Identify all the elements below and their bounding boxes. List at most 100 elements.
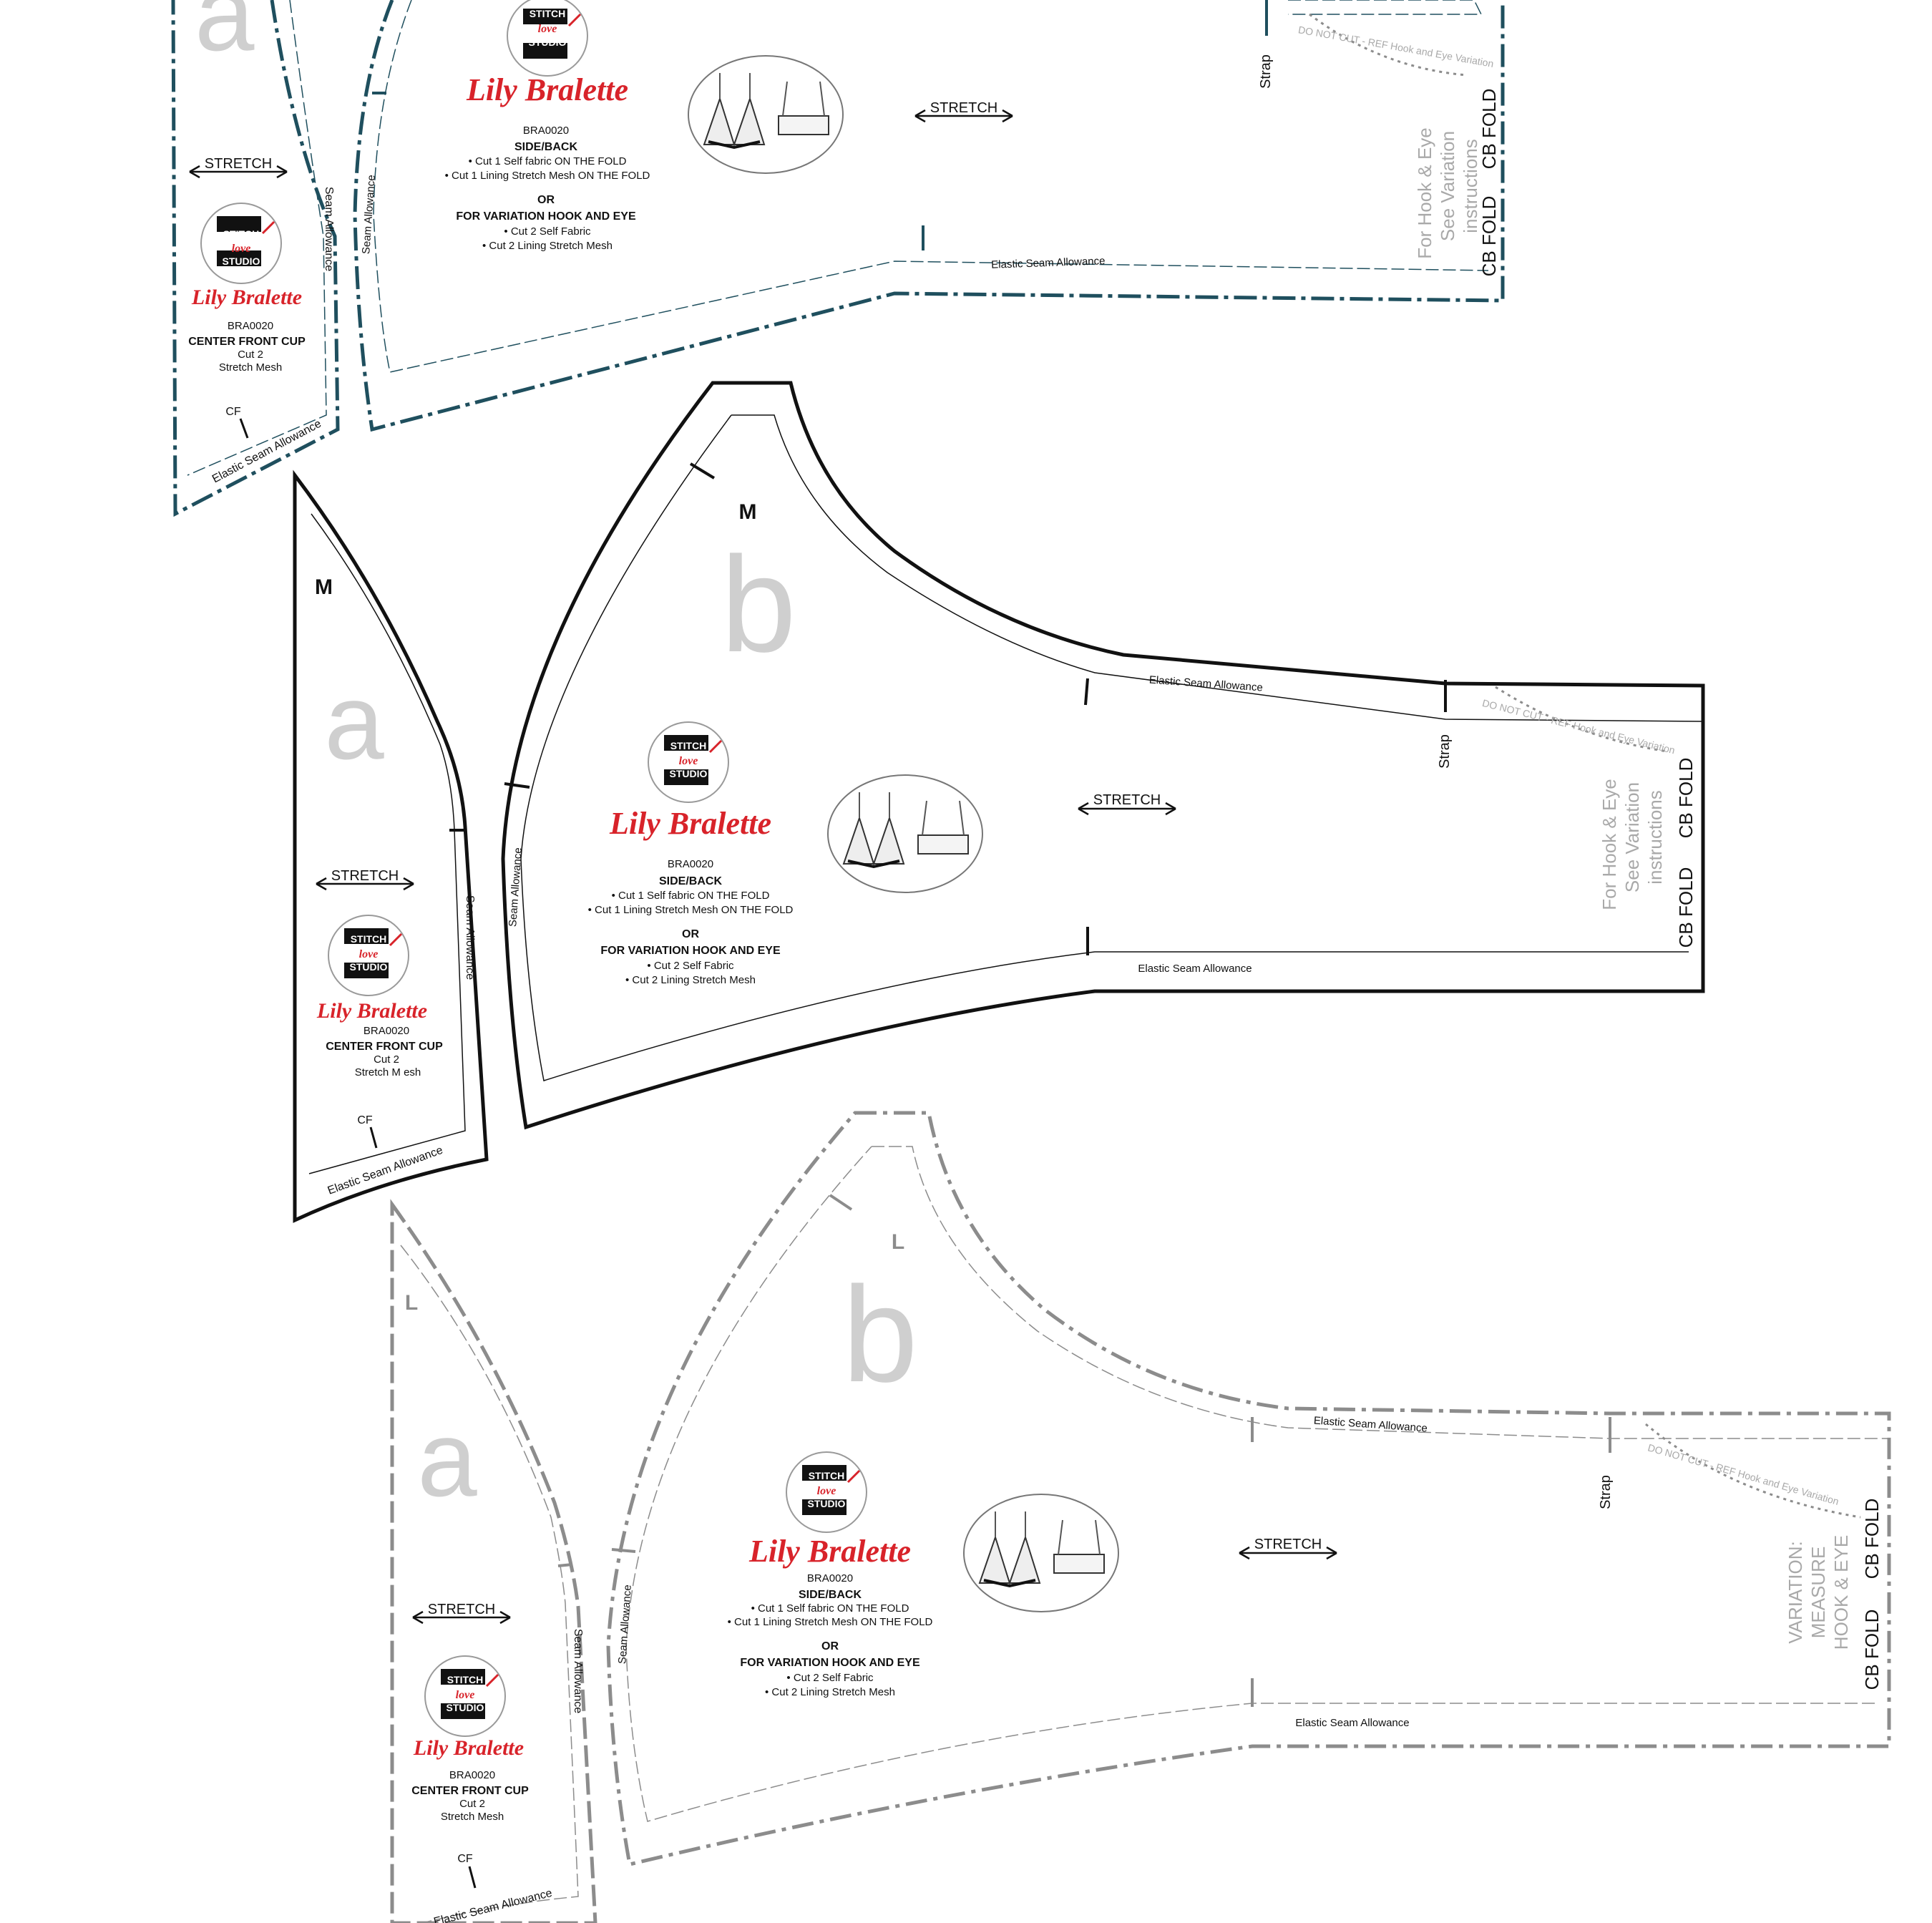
side-back-piece-large: L b Elastic Seam Allowance Strap DO NOT … <box>606 1111 1891 1867</box>
front-cup-teal-fabric: Stretch Mesh <box>219 361 282 374</box>
logo-line1: STITCH <box>809 1470 845 1481</box>
bra-illustration-icon <box>826 774 984 894</box>
side-back-teal-elastic: Elastic Seam Allowance <box>991 255 1106 271</box>
front-cup-medium-stretch: STRETCH <box>331 868 399 884</box>
logo-line3: STUDIO <box>529 36 567 48</box>
side-back-teal-stretch: STRETCH <box>930 100 997 116</box>
side-back-medium-line3: • Cut 2 Self Fabric <box>647 960 734 972</box>
front-cup-large-fabric: Stretch Mesh <box>441 1811 504 1823</box>
front-cup-teal-cf: CF <box>225 406 241 418</box>
side-back-large-or: OR <box>821 1640 839 1652</box>
front-cup-large-seam <box>400 1245 579 1923</box>
side-back-large-letter: b <box>842 1259 918 1411</box>
side-back-medium-variation: FOR VARIATION HOOK AND EYE <box>600 945 781 957</box>
logo-line2: love <box>679 755 698 767</box>
logo-line3: STUDIO <box>350 961 388 973</box>
front-cup-teal-letter: a <box>195 0 255 73</box>
side-back-medium-elastic-bottom: Elastic Seam Allowance <box>1138 963 1252 975</box>
front-cup-medium-letter: a <box>324 661 384 782</box>
front-cup-teal-cut: Cut 2 <box>238 349 263 361</box>
side-back-medium-do-not-cut: DO NOT CUT - REF Hook and Eye Variation <box>1481 697 1677 756</box>
side-back-large-line3: • Cut 2 Self Fabric <box>786 1672 874 1684</box>
side-back-large-elastic-bottom: Elastic Seam Allowance <box>1295 1717 1409 1729</box>
front-cup-large-code: BRA0020 <box>449 1769 495 1781</box>
side-back-medium-line2: • Cut 1 Lining Stretch Mesh ON THE FOLD <box>588 904 794 916</box>
front-cup-large-brand: Lily Bralette <box>413 1736 524 1760</box>
bra-illustration-icon <box>962 1493 1120 1613</box>
front-cup-medium-brand: Lily Bralette <box>316 999 427 1023</box>
front-cup-large-cut: Cut 2 <box>459 1798 485 1810</box>
side-back-large-var-note-1: VARIATION: <box>1785 1541 1806 1644</box>
logo-line3: STUDIO <box>447 1702 484 1713</box>
side-back-teal-hook-note-2: See Variation <box>1437 131 1458 241</box>
side-back-medium-cb-fold-a: CB FOLD <box>1675 758 1697 839</box>
side-back-large-cb-fold-a: CB FOLD <box>1861 1499 1883 1579</box>
side-back-teal-seam <box>373 0 1489 373</box>
side-back-large-seam <box>625 1146 1889 1822</box>
side-back-teal-line1: • Cut 1 Self fabric ON THE FOLD <box>469 155 627 167</box>
side-back-piece-teal: DO NOT CUT - REF Hook and Eye Variation … <box>353 0 1505 432</box>
front-cup-large-name: CENTER FRONT CUP <box>411 1785 529 1797</box>
logo-line2: love <box>456 1689 475 1701</box>
bra-illustration-icon <box>687 54 844 175</box>
front-cup-medium-cut: Cut 2 <box>374 1053 399 1066</box>
side-back-large-seam-label: Seam Allowance <box>616 1584 634 1665</box>
side-back-large-line4: • Cut 2 Lining Stretch Mesh <box>765 1686 895 1698</box>
front-cup-piece-teal: a STRETCH STITCH love STUDIO Lily Bralet… <box>171 0 340 517</box>
side-back-medium-letter: b <box>721 529 796 681</box>
side-back-medium-seam <box>520 414 1704 1081</box>
side-back-medium-strap: Strap <box>1437 734 1453 769</box>
front-cup-large-elastic: Elastic Seam Allowance <box>432 1887 553 1923</box>
side-back-teal-outline <box>353 0 1505 432</box>
front-cup-piece-medium: M a STRETCH STITCH love STUDIO Lily Bral… <box>293 469 489 1223</box>
logo-line1: STITCH <box>530 8 566 19</box>
front-cup-medium-seam-label: Seam Allowance <box>464 895 476 980</box>
side-back-large-brand: Lily Bralette <box>748 1534 911 1569</box>
logo-line1: STITCH <box>223 228 260 240</box>
logo-line3: STUDIO <box>808 1498 846 1509</box>
side-back-piece-medium: M b Elastic Seam Allowance Strap DO NOT … <box>501 381 1705 1130</box>
side-back-large-stretch: STRETCH <box>1254 1537 1322 1552</box>
side-back-teal-cb-fold-a: CB FOLD <box>1478 89 1500 170</box>
logo-line1: STITCH <box>351 933 387 945</box>
size-m-label-b: M <box>739 500 757 524</box>
side-back-teal-line4: • Cut 2 Lining Stretch Mesh <box>482 240 613 252</box>
logo-line3: STUDIO <box>223 255 260 267</box>
front-cup-large-letter: a <box>417 1398 477 1519</box>
front-cup-teal-name: CENTER FRONT CUP <box>188 336 306 348</box>
side-back-teal-line3: • Cut 2 Self Fabric <box>504 225 591 238</box>
side-back-teal-brand: Lily Bralette <box>466 72 628 107</box>
side-back-teal-code: BRA0020 <box>523 125 569 137</box>
front-cup-medium-name: CENTER FRONT CUP <box>326 1041 443 1053</box>
side-back-medium-name: SIDE/BACK <box>659 875 722 887</box>
front-cup-teal-elastic: Elastic Seam Allowance <box>210 418 323 486</box>
side-back-large-var-note-2: MEASURE <box>1807 1547 1829 1639</box>
side-back-medium-hook-note-1: For Hook & Eye <box>1599 779 1620 910</box>
front-cup-medium-code: BRA0020 <box>364 1025 409 1037</box>
side-back-medium-hook-note-3: instructions <box>1644 790 1666 885</box>
size-l-label: L <box>405 1291 418 1315</box>
side-back-medium-elastic-top: Elastic Seam Allowance <box>1148 673 1263 693</box>
side-back-large-line2: • Cut 1 Lining Stretch Mesh ON THE FOLD <box>728 1616 933 1628</box>
side-back-medium-line4: • Cut 2 Lining Stretch Mesh <box>625 974 756 986</box>
logo-line1: STITCH <box>447 1674 484 1685</box>
front-cup-teal-brand: Lily Bralette <box>191 286 302 309</box>
front-cup-large-seam-label: Seam Allowance <box>572 1629 584 1713</box>
side-back-medium-code: BRA0020 <box>668 858 713 870</box>
front-cup-large-stretch: STRETCH <box>428 1602 495 1617</box>
side-back-large-code: BRA0020 <box>807 1572 853 1584</box>
front-cup-teal-code: BRA0020 <box>228 320 273 332</box>
front-cup-large-cf: CF <box>457 1853 473 1865</box>
logo-line1: STITCH <box>670 740 707 751</box>
side-back-medium-or: OR <box>682 928 699 940</box>
side-back-teal-hook-note-3: instructions <box>1460 139 1481 233</box>
side-back-medium-line1: • Cut 1 Self fabric ON THE FOLD <box>612 890 770 902</box>
side-back-large-strap: Strap <box>1598 1475 1614 1509</box>
side-back-large-cb-fold-b: CB FOLD <box>1861 1610 1883 1690</box>
side-back-teal-strap: Strap <box>1258 54 1274 89</box>
side-back-teal-variation: FOR VARIATION HOOK AND EYE <box>456 210 636 223</box>
front-cup-medium-fabric: Stretch M esh <box>355 1066 421 1079</box>
front-cup-teal-outline <box>171 0 340 517</box>
size-l-label-b: L <box>892 1230 904 1254</box>
